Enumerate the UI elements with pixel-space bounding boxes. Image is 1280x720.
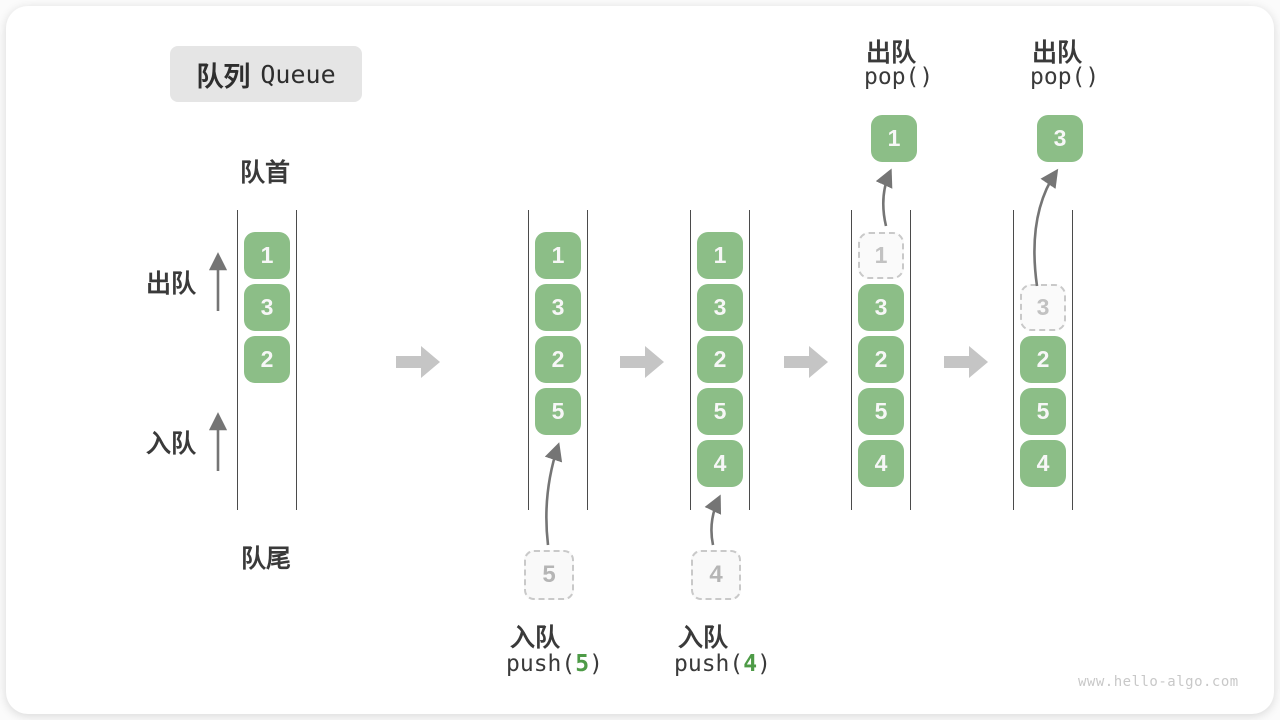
queue-state-1: 1 3 2 [237,210,297,510]
title-zh: 队列 [196,61,251,92]
queue-cell-dashed: 3 [1020,284,1066,331]
queue-cell: 3 [244,284,290,331]
push4-action-label: 入队 [678,624,729,652]
queue-cell: 4 [697,440,743,487]
push4-code-arg: 4 [743,651,758,677]
staged-value-box-4: 4 [691,550,741,600]
pop2-code-label: pop() [1030,64,1100,90]
queue-cell: 4 [1020,440,1066,487]
popped-value-box-1: 1 [871,115,917,162]
queue-cell: 2 [535,336,581,383]
queue-state-4: 1 3 2 5 4 [851,210,911,510]
label-queue-front: 队首 [240,159,291,187]
queue-cell: 5 [1020,388,1066,435]
title-en: Queue [260,59,336,89]
push4-code-close: ) [757,651,771,677]
push5-code-label: push(5) [506,651,603,677]
queue-cell: 3 [697,284,743,331]
queue-cell: 2 [1020,336,1066,383]
title-badge: 队列 Queue [170,46,362,102]
push5-code-open: push( [506,651,576,677]
queue-cell: 4 [858,440,904,487]
queue-cell: 1 [697,232,743,279]
pop2-action-label: 出队 [1032,39,1083,67]
label-dequeue-side: 出队 [146,270,197,298]
queue-cell: 1 [244,232,290,279]
queue-cell: 5 [697,388,743,435]
label-enqueue-side: 入队 [146,430,197,458]
watermark: www.hello-algo.com [1078,674,1239,690]
push4-code-open: push( [674,651,744,677]
queue-cell: 5 [535,388,581,435]
queue-state-5: 3 2 5 4 [1013,210,1073,510]
queue-cell: 2 [697,336,743,383]
staged-value-box-5: 5 [524,550,574,600]
queue-cell: 1 [535,232,581,279]
diagram-card [6,6,1274,714]
push5-action-label: 入队 [510,624,561,652]
push5-code-close: ) [589,651,603,677]
queue-cell: 2 [858,336,904,383]
pop1-action-label: 出队 [866,39,917,67]
queue-cell: 3 [535,284,581,331]
popped-value-box-3: 3 [1037,115,1083,162]
queue-cell-dashed: 1 [858,232,904,279]
queue-cell: 3 [858,284,904,331]
pop1-code-label: pop() [864,64,934,90]
push5-code-arg: 5 [575,651,590,677]
queue-cell: 5 [858,388,904,435]
queue-state-2: 1 3 2 5 [528,210,588,510]
push4-code-label: push(4) [674,651,771,677]
label-queue-rear: 队尾 [241,545,292,573]
queue-state-3: 1 3 2 5 4 [690,210,750,510]
queue-cell: 2 [244,336,290,383]
